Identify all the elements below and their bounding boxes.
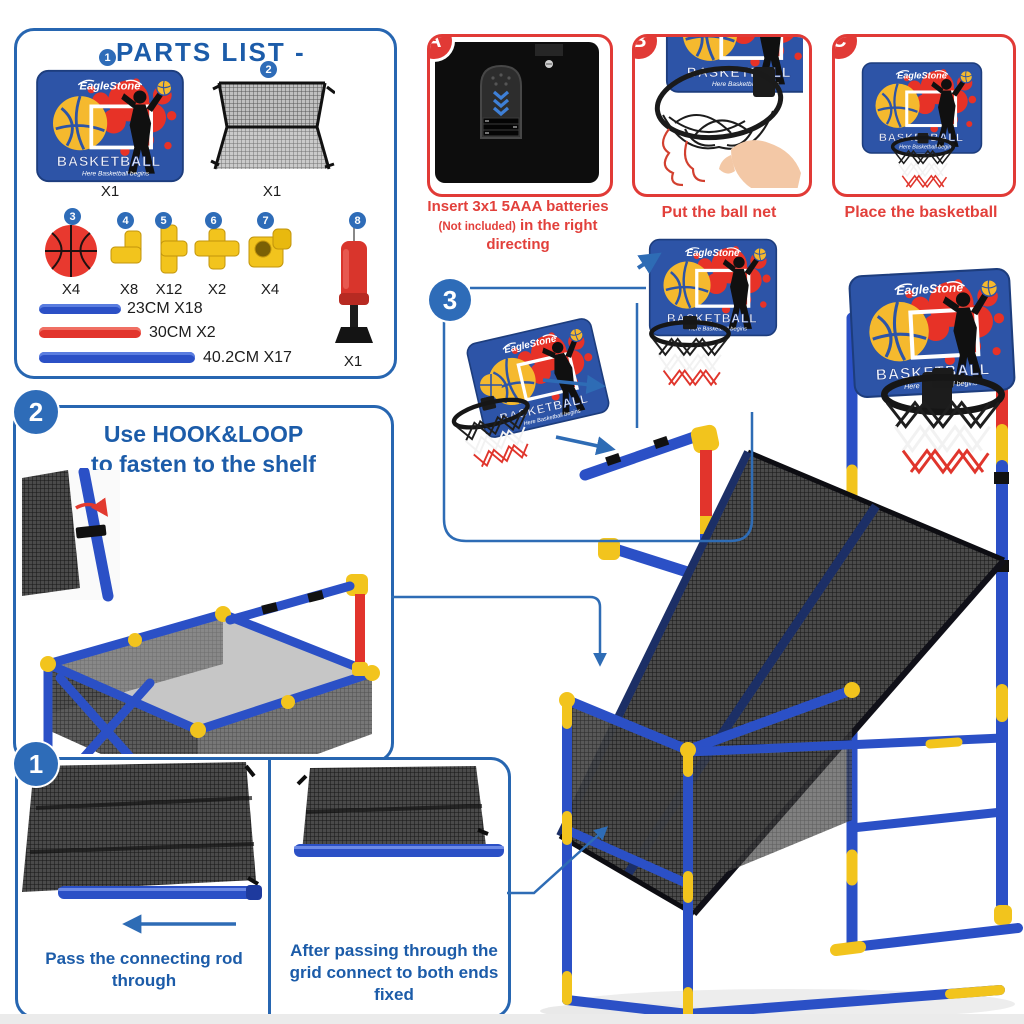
part-5-badge: 5 <box>155 212 172 229</box>
rod-fixed-image <box>294 766 504 857</box>
part-pump-icon <box>335 221 373 343</box>
step-a-caption-line2: (Not included) in the right directing <box>412 217 624 255</box>
part-1-qty: X1 <box>100 183 120 200</box>
tube-30cm <box>39 327 141 338</box>
tube-30cm-label: 30CM X2 <box>149 324 216 341</box>
part-7-qty: X4 <box>260 281 280 298</box>
tube-23cm <box>39 304 121 314</box>
pass-rod-image <box>20 762 262 934</box>
part-3-badge: 3 <box>64 208 81 225</box>
hook-loop-closeup <box>20 468 120 602</box>
step-2-badge: 2 <box>14 390 58 434</box>
step-2-title-line2: to fasten to the shelf <box>91 450 316 477</box>
step-a-caption-rest: in the right directing <box>486 216 598 253</box>
step-1-images <box>20 762 504 934</box>
step-a-caption-note: (Not included) <box>438 220 516 233</box>
part-elbow-icon <box>110 230 142 264</box>
parts-list-panel: -PARTS LIST - 1 2 X1 X1 3 4 5 6 7 8 X4 X… <box>14 28 397 379</box>
part-1-badge: 1 <box>99 49 116 66</box>
step-a-caption-line1: Insert 3x1 5AAA batteries <box>427 198 609 215</box>
tube-23cm-label: 23CM X18 <box>127 300 203 317</box>
part-corner-icon <box>248 228 292 268</box>
part-7-badge: 7 <box>257 212 274 229</box>
step-b-panel: B <box>632 34 812 197</box>
part-2-qty: X1 <box>262 183 282 200</box>
floor-edge <box>0 1014 1024 1024</box>
part-8-badge: 8 <box>349 212 366 229</box>
step-1-caption-left: Pass the connecting rod through <box>45 949 243 991</box>
part-3-qty: X4 <box>61 281 81 298</box>
step-b-caption: Put the ball net <box>661 204 777 221</box>
c-hoop-image <box>887 133 959 191</box>
step-2-panel: Use HOOK&LOOP to fasten to the shelf <box>13 390 394 763</box>
main-hoop <box>884 368 1001 472</box>
step-1-divider <box>268 760 271 1016</box>
part-4-qty: X8 <box>119 281 139 298</box>
step-a-badge: A <box>430 37 452 59</box>
part-5-qty: X12 <box>155 281 183 298</box>
part-6-badge: 6 <box>205 212 222 229</box>
parts-list-title: -PARTS LIST - <box>105 37 306 67</box>
step-a-panel: A <box>427 34 613 197</box>
part-6-qty: X2 <box>207 281 227 298</box>
step-2-title: Use HOOK&LOOP to fasten to the shelf <box>16 420 391 480</box>
part-backboard-image <box>35 69 185 183</box>
assembled-arcade-render <box>540 230 1023 1019</box>
step-a-caption: Insert 3x1 5AAA batteries (Not included)… <box>412 198 624 254</box>
battery-compartment-image <box>435 42 599 183</box>
part-4-badge: 4 <box>117 212 134 229</box>
step-c-caption: Place the basketball <box>844 204 998 221</box>
part-tee-icon <box>160 224 188 274</box>
step-2-image <box>20 468 380 754</box>
part-8-qty: X1 <box>343 353 363 370</box>
step-1-panel: Pass the connecting rod through After pa… <box>14 742 511 1019</box>
part-2-badge: 2 <box>260 61 277 78</box>
step-c-panel: C <box>832 34 1016 197</box>
part-net-image <box>210 81 335 170</box>
stand-frame <box>559 682 1023 1019</box>
step-1-badge: 1 <box>14 742 58 786</box>
tube-40cm-label: 40.2CM X17 <box>203 349 292 366</box>
part-basketball-icon <box>45 225 97 277</box>
step-2-title-line1: Use HOOK&LOOP <box>103 421 304 447</box>
part-cross-icon <box>194 228 240 270</box>
put-ball-net-image <box>654 37 803 188</box>
step-3-badge: 3 <box>429 279 471 321</box>
shelf-frame-image <box>40 574 380 754</box>
step-c-badge: C <box>835 37 857 59</box>
step-b-badge: B <box>635 37 657 59</box>
step3-ball-icon <box>480 374 502 396</box>
step-1-caption-right: After passing through the grid connect t… <box>289 941 499 1005</box>
tube-40cm <box>39 352 195 363</box>
